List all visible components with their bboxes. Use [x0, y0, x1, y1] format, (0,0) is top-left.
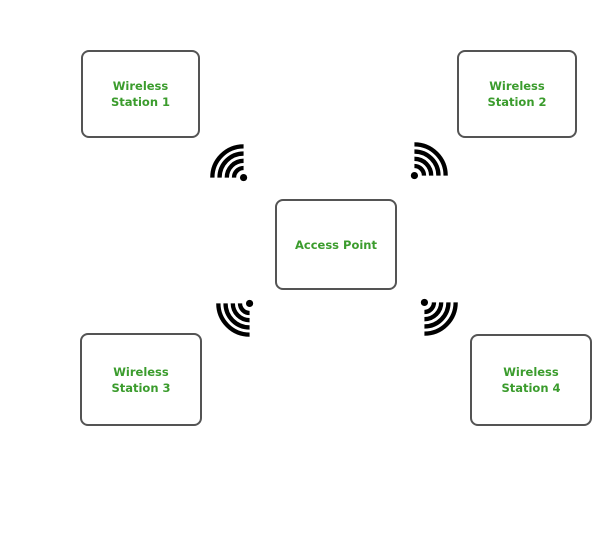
node-label-wireless-station-4: Wireless Station 4	[501, 364, 560, 396]
node-label-wireless-station-1: Wireless Station 1	[111, 78, 170, 110]
node-wireless-station-1: Wireless Station 1	[81, 50, 200, 138]
node-wireless-station-2: Wireless Station 2	[457, 50, 577, 138]
node-label-wireless-station-3: Wireless Station 3	[111, 364, 170, 396]
label-line-1: Access Point	[295, 237, 377, 252]
node-access-point: Access Point	[275, 199, 397, 290]
label-line-1: Wireless	[112, 79, 169, 93]
node-wireless-station-4: Wireless Station 4	[470, 334, 592, 426]
wifi-signal-icon	[196, 130, 264, 198]
label-line-2: Station 3	[111, 380, 171, 395]
wifi-signal-icon	[394, 128, 462, 196]
node-label-access-point: Access Point	[295, 237, 377, 253]
label-line-2: Station 1	[110, 95, 171, 109]
wifi-signal-icon	[202, 283, 270, 351]
label-line-1: Wireless	[113, 364, 169, 379]
node-label-wireless-station-2: Wireless Station 2	[487, 78, 546, 110]
label-line-1: Wireless	[489, 79, 545, 93]
label-line-2: Station 4	[501, 381, 561, 395]
label-line-2: Station 2	[487, 95, 547, 109]
label-line-1: Wireless	[503, 365, 559, 379]
wifi-signal-icon	[404, 282, 472, 350]
node-wireless-station-3: Wireless Station 3	[80, 333, 202, 426]
